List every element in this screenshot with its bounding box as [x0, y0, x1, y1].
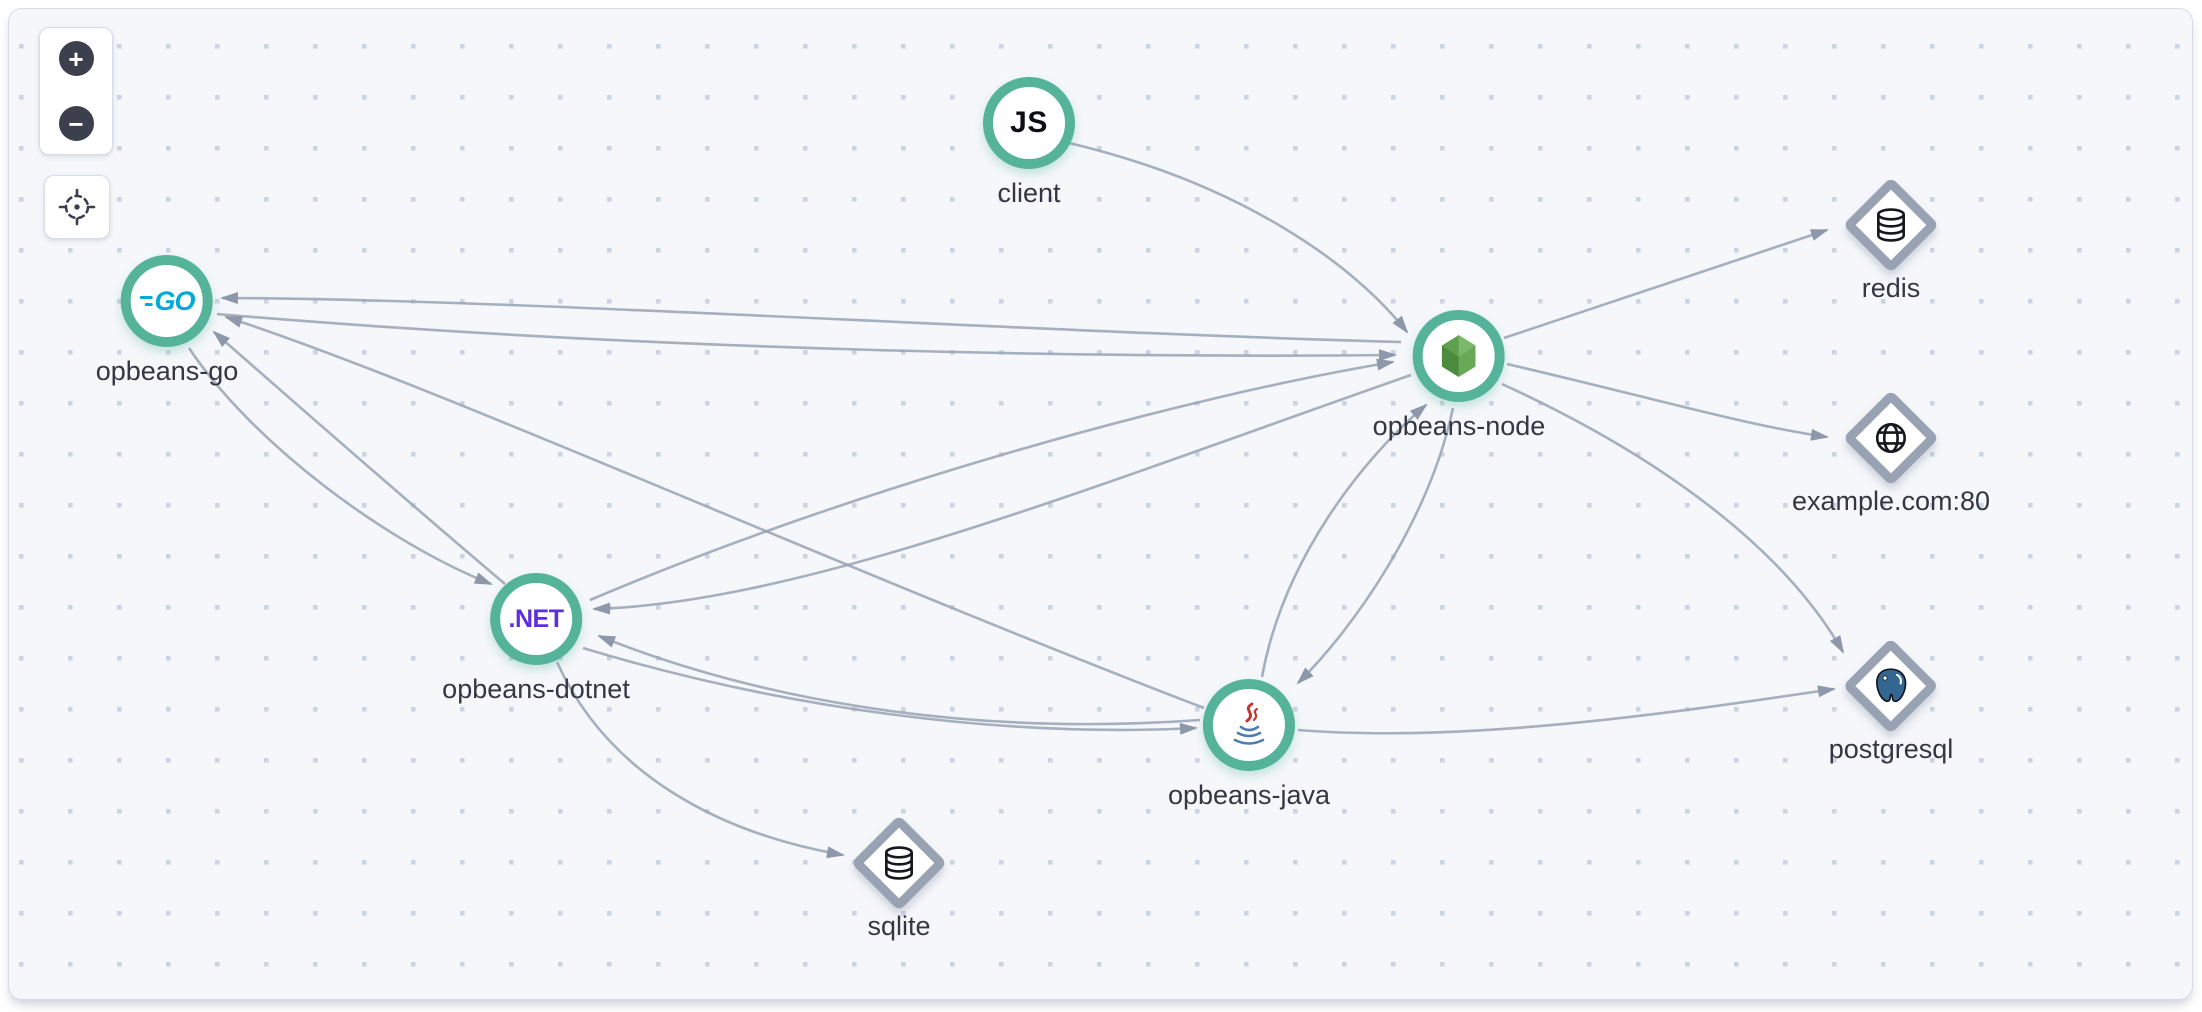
postgresql-icon: [1872, 666, 1910, 706]
edge-opbeans-dotnet-to-opbeans-go: [212, 330, 506, 585]
service-node-opbeans-node[interactable]: opbeans-node: [1372, 310, 1546, 442]
service-node-sqlite[interactable]: sqlite: [850, 814, 948, 942]
edge-opbeans-java-to-opbeans-dotnet: [597, 634, 1201, 726]
center-map-button[interactable]: [44, 175, 110, 239]
node-label: opbeans-java: [1167, 780, 1331, 810]
node-label: opbeans-dotnet: [442, 674, 630, 704]
zoom-in-button[interactable]: +: [58, 41, 94, 76]
service-node-opbeans-go[interactable]: GO opbeans-go: [95, 255, 239, 387]
service-node-opbeans-java[interactable]: opbeans-java: [1168, 679, 1330, 811]
node-label: redis: [1861, 273, 1921, 303]
edge-opbeans-node-to-example.com:80: [1506, 362, 1829, 441]
minus-icon: −: [68, 108, 84, 139]
dotnet-icon: .NET: [508, 604, 564, 633]
edge-opbeans-node-to-postgresql: [1501, 382, 1845, 654]
js-icon: JS: [1010, 106, 1048, 139]
node-label: postgresql: [1828, 734, 1954, 764]
database-icon: [1873, 206, 1909, 244]
edge-opbeans-dotnet-to-sqlite: [555, 661, 845, 859]
edge-opbeans-node-to-opbeans-java: [1296, 407, 1455, 685]
edge-opbeans-node-to-opbeans-go: [220, 292, 1402, 344]
edge-opbeans-node-to-redis: [1503, 228, 1829, 340]
edge-layer: [9, 9, 2192, 999]
edge-opbeans-java-to-opbeans-go: [224, 315, 1205, 710]
edge-client-to-opbeans-node: [1068, 141, 1409, 334]
service-circle: [1413, 310, 1505, 402]
nodejs-icon: [1438, 333, 1480, 379]
globe-icon: [1872, 419, 1910, 457]
service-node-postgresql[interactable]: postgresql: [1828, 637, 1954, 765]
go-icon: GO: [139, 287, 196, 315]
node-label: opbeans-node: [1372, 411, 1546, 441]
edge-opbeans-node-to-opbeans-dotnet: [592, 373, 1412, 615]
node-label: opbeans-go: [95, 356, 239, 386]
database-icon: [881, 844, 917, 882]
edge-opbeans-go-to-opbeans-dotnet: [187, 347, 493, 586]
service-map-panel: JS client GO opbeans-go opbeans-node .NET op…: [8, 8, 2193, 1000]
zoom-out-button[interactable]: −: [58, 106, 94, 141]
dependency-diamond: [1842, 389, 1940, 487]
service-node-redis[interactable]: redis: [1842, 176, 1940, 304]
service-map-canvas[interactable]: JS client GO opbeans-go opbeans-node .NET op…: [9, 9, 2192, 999]
service-node-example.com:80[interactable]: example.com:80: [1791, 389, 1991, 517]
dotted-grid-background: [9, 9, 2192, 999]
service-node-opbeans-dotnet[interactable]: .NET opbeans-dotnet: [442, 573, 630, 705]
node-label: sqlite: [867, 911, 931, 941]
crosshair-icon: [57, 187, 97, 227]
dependency-diamond: [1842, 176, 1940, 274]
dependency-diamond: [1842, 637, 1940, 735]
dependency-diamond: [850, 814, 948, 912]
edge-opbeans-dotnet-to-opbeans-java: [582, 646, 1198, 735]
service-circle: [1203, 679, 1295, 771]
plus-icon: +: [68, 43, 84, 74]
zoom-controls: + −: [39, 27, 113, 155]
java-icon: [1229, 702, 1269, 748]
service-node-client[interactable]: JS client: [983, 77, 1075, 209]
service-circle: .NET: [490, 573, 582, 665]
node-label: example.com:80: [1791, 486, 1991, 516]
edge-opbeans-dotnet-to-opbeans-node: [589, 358, 1395, 602]
edge-opbeans-java-to-opbeans-node: [1260, 403, 1428, 678]
service-circle: JS: [983, 77, 1075, 169]
edge-opbeans-go-to-opbeans-node: [216, 312, 1397, 362]
node-label: client: [997, 178, 1061, 208]
service-circle: GO: [121, 255, 213, 347]
edge-opbeans-java-to-postgresql: [1297, 685, 1836, 735]
